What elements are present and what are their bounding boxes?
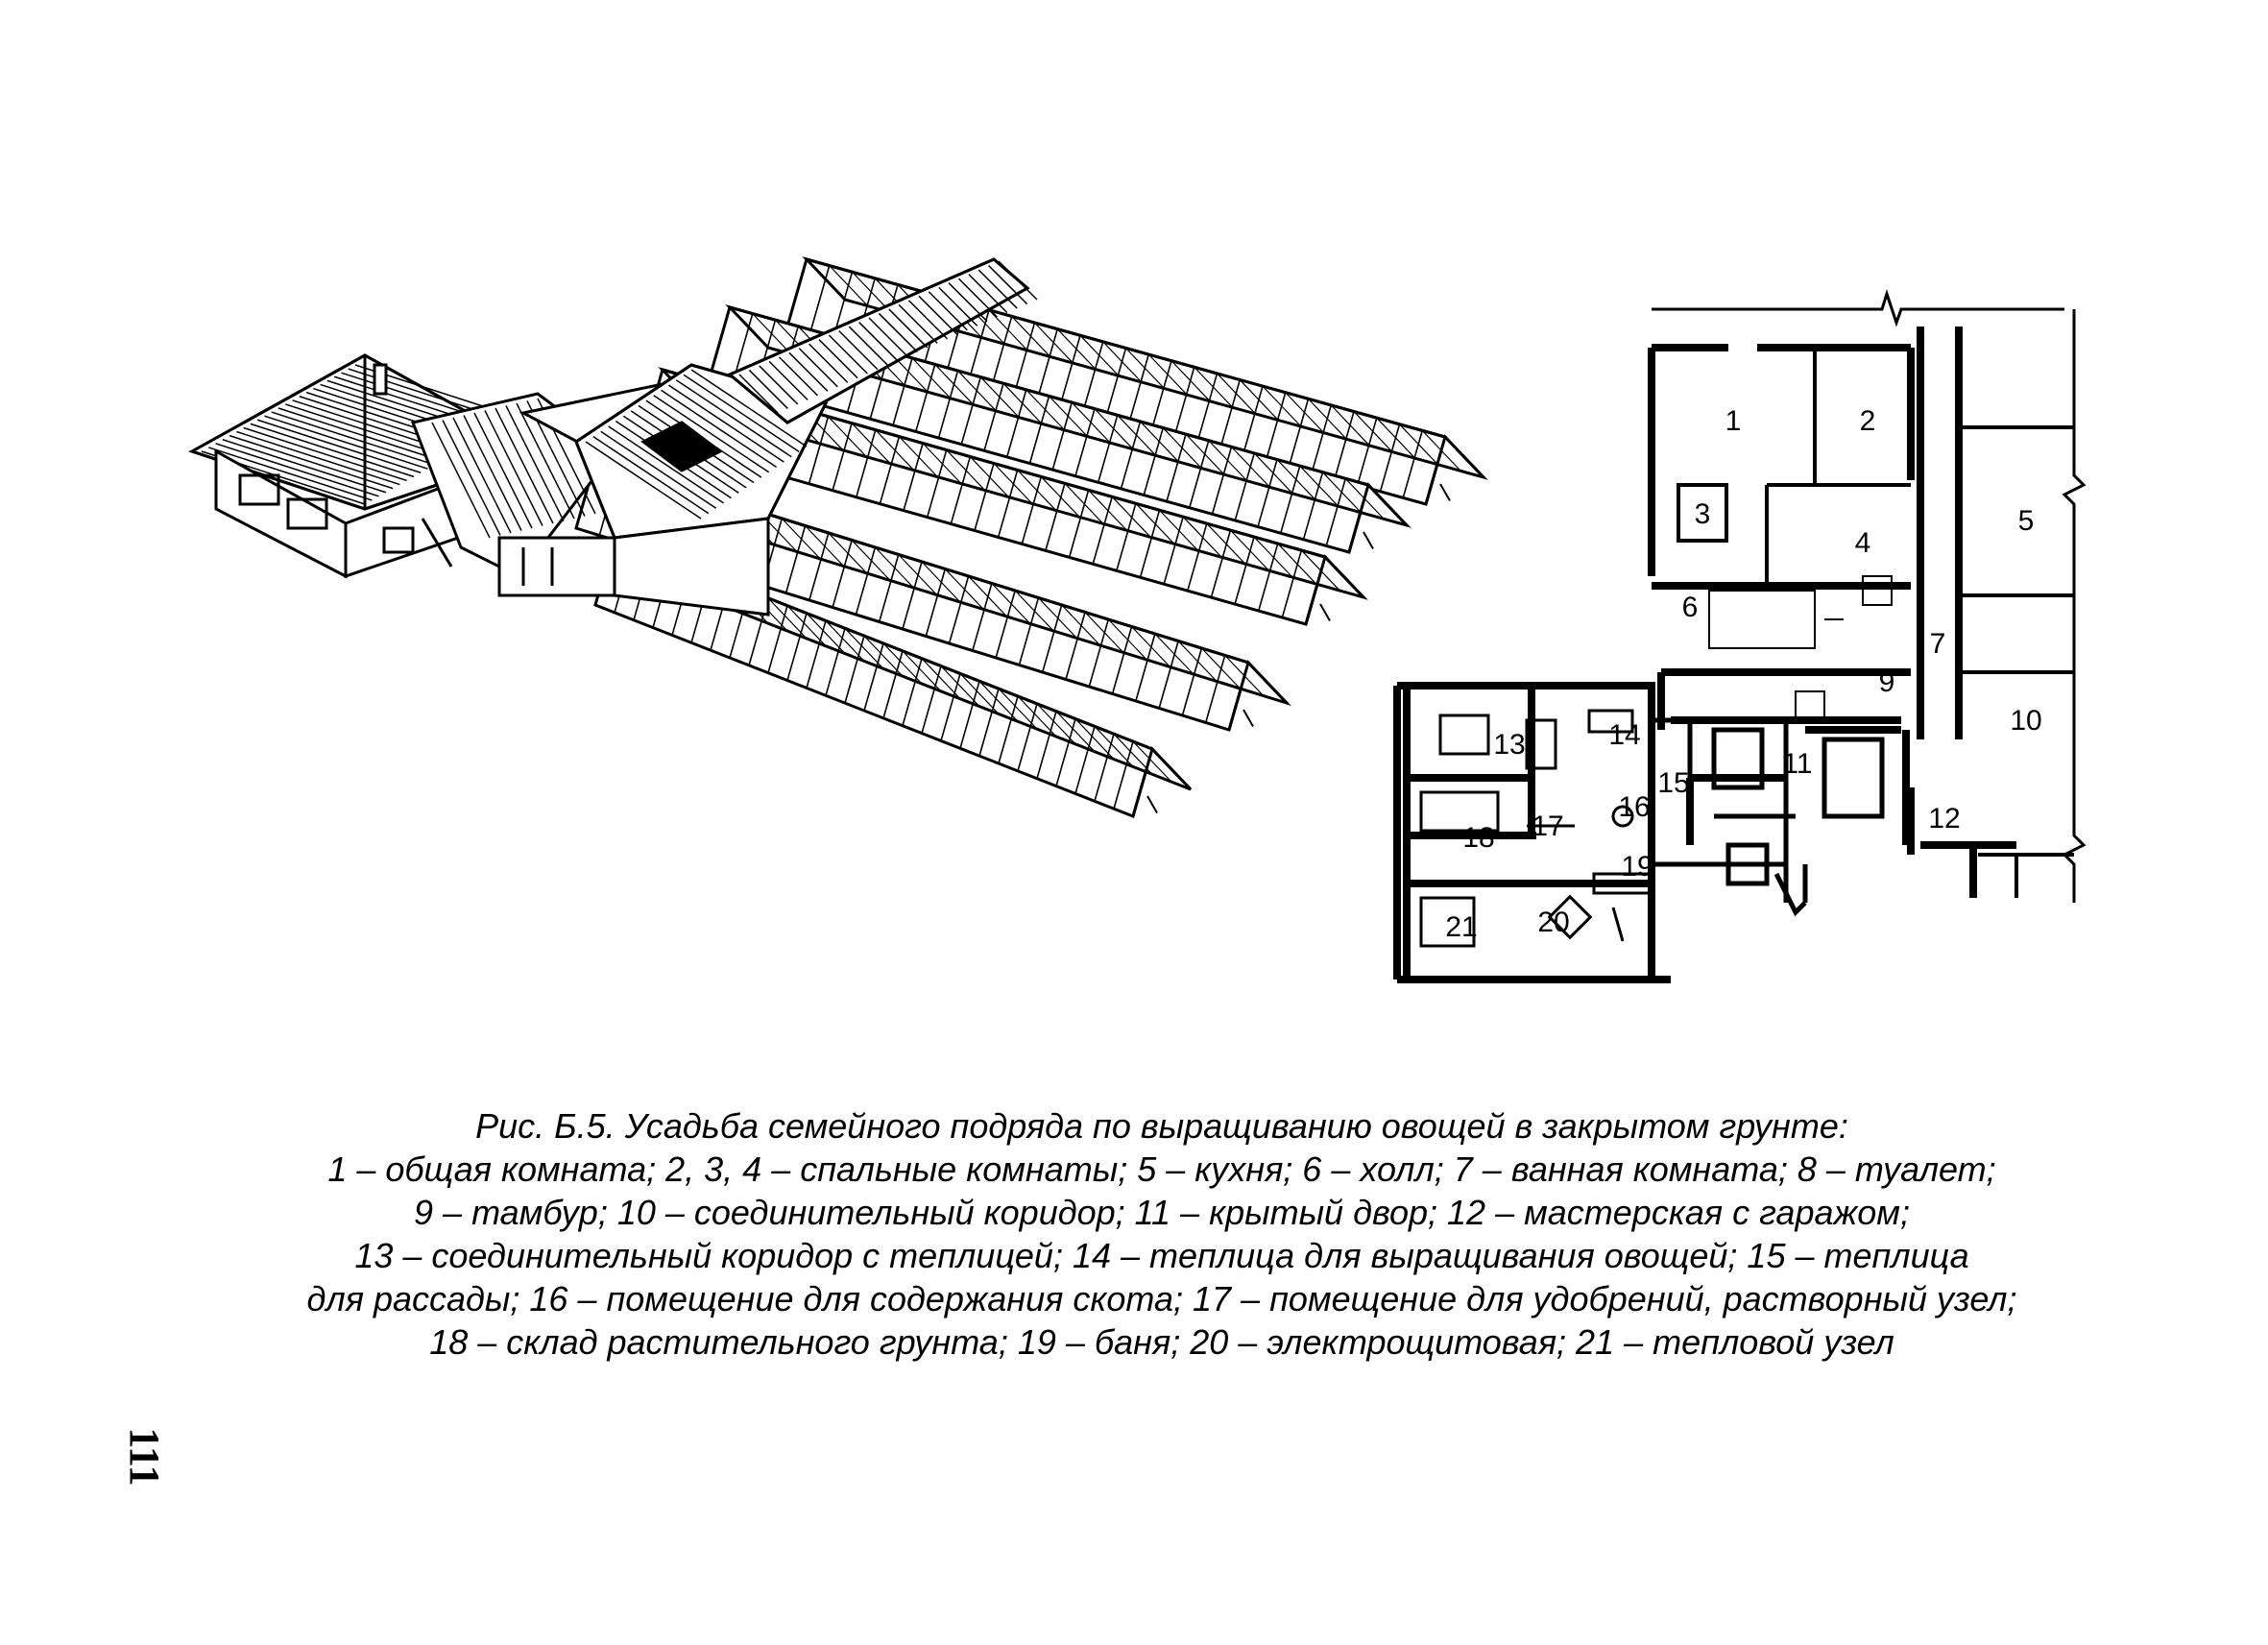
room-label-4: 13 (1493, 729, 1525, 761)
room-label-3: 18 (1462, 822, 1494, 854)
room-label-2: 21 (1445, 911, 1477, 943)
room-label-7: 16 (1618, 791, 1650, 823)
corridor-ridge (727, 257, 1038, 424)
perspective-sketch (188, 256, 1488, 818)
caption-line: 18 – склад растительного грунта; 19 – ба… (429, 1322, 1894, 1362)
floor-plan (1393, 289, 2087, 983)
caption-line: 13 – соединительный коридор с теплицей; … (354, 1236, 1969, 1275)
room-label-6: 17 (1532, 810, 1563, 842)
page-number: 111 (121, 1427, 168, 1487)
room-label-15: 5 (2018, 505, 2035, 537)
room-label-10: 15 (1657, 767, 1689, 799)
caption-line: для рассады; 16 – помещение для содержан… (306, 1279, 2017, 1318)
caption-line: 1 – общая комната; 2, 3, 4 – спальные ко… (327, 1149, 1996, 1189)
room-label-1: 20 (1537, 907, 1569, 938)
room-label-12: 11 (1782, 748, 1812, 780)
room-label-11: 6 (1682, 592, 1699, 623)
room-label-21: 12 (1928, 803, 1960, 835)
room-label-16: 1 (1725, 405, 1742, 437)
workshop-building (574, 363, 829, 617)
room-label-19: 3 (1695, 498, 1711, 530)
caption-title: Рис. Б.5. Усадьба семейного подряда по в… (475, 1106, 1848, 1146)
caption-line: 9 – тамбур; 10 – соединительный коридор;… (414, 1193, 1910, 1232)
room-label-18: 4 (1855, 527, 1871, 559)
room-label-9: 19 (1621, 851, 1653, 883)
room-label-5: 14 (1608, 719, 1640, 751)
room-label-17: 2 (1860, 405, 1876, 437)
room-label-13: 7 (1930, 628, 1946, 660)
room-label-14: 10 (2010, 705, 2041, 737)
figure-caption: Рис. Б.5. Усадьба семейного подряда по в… (154, 1104, 2170, 1364)
room-label-20: 9 (1879, 666, 1895, 698)
floor-plan-labels: 1 2 3 4 5 6 7 9 10 11 12 13 14 15 16 17 … (1445, 405, 2041, 943)
